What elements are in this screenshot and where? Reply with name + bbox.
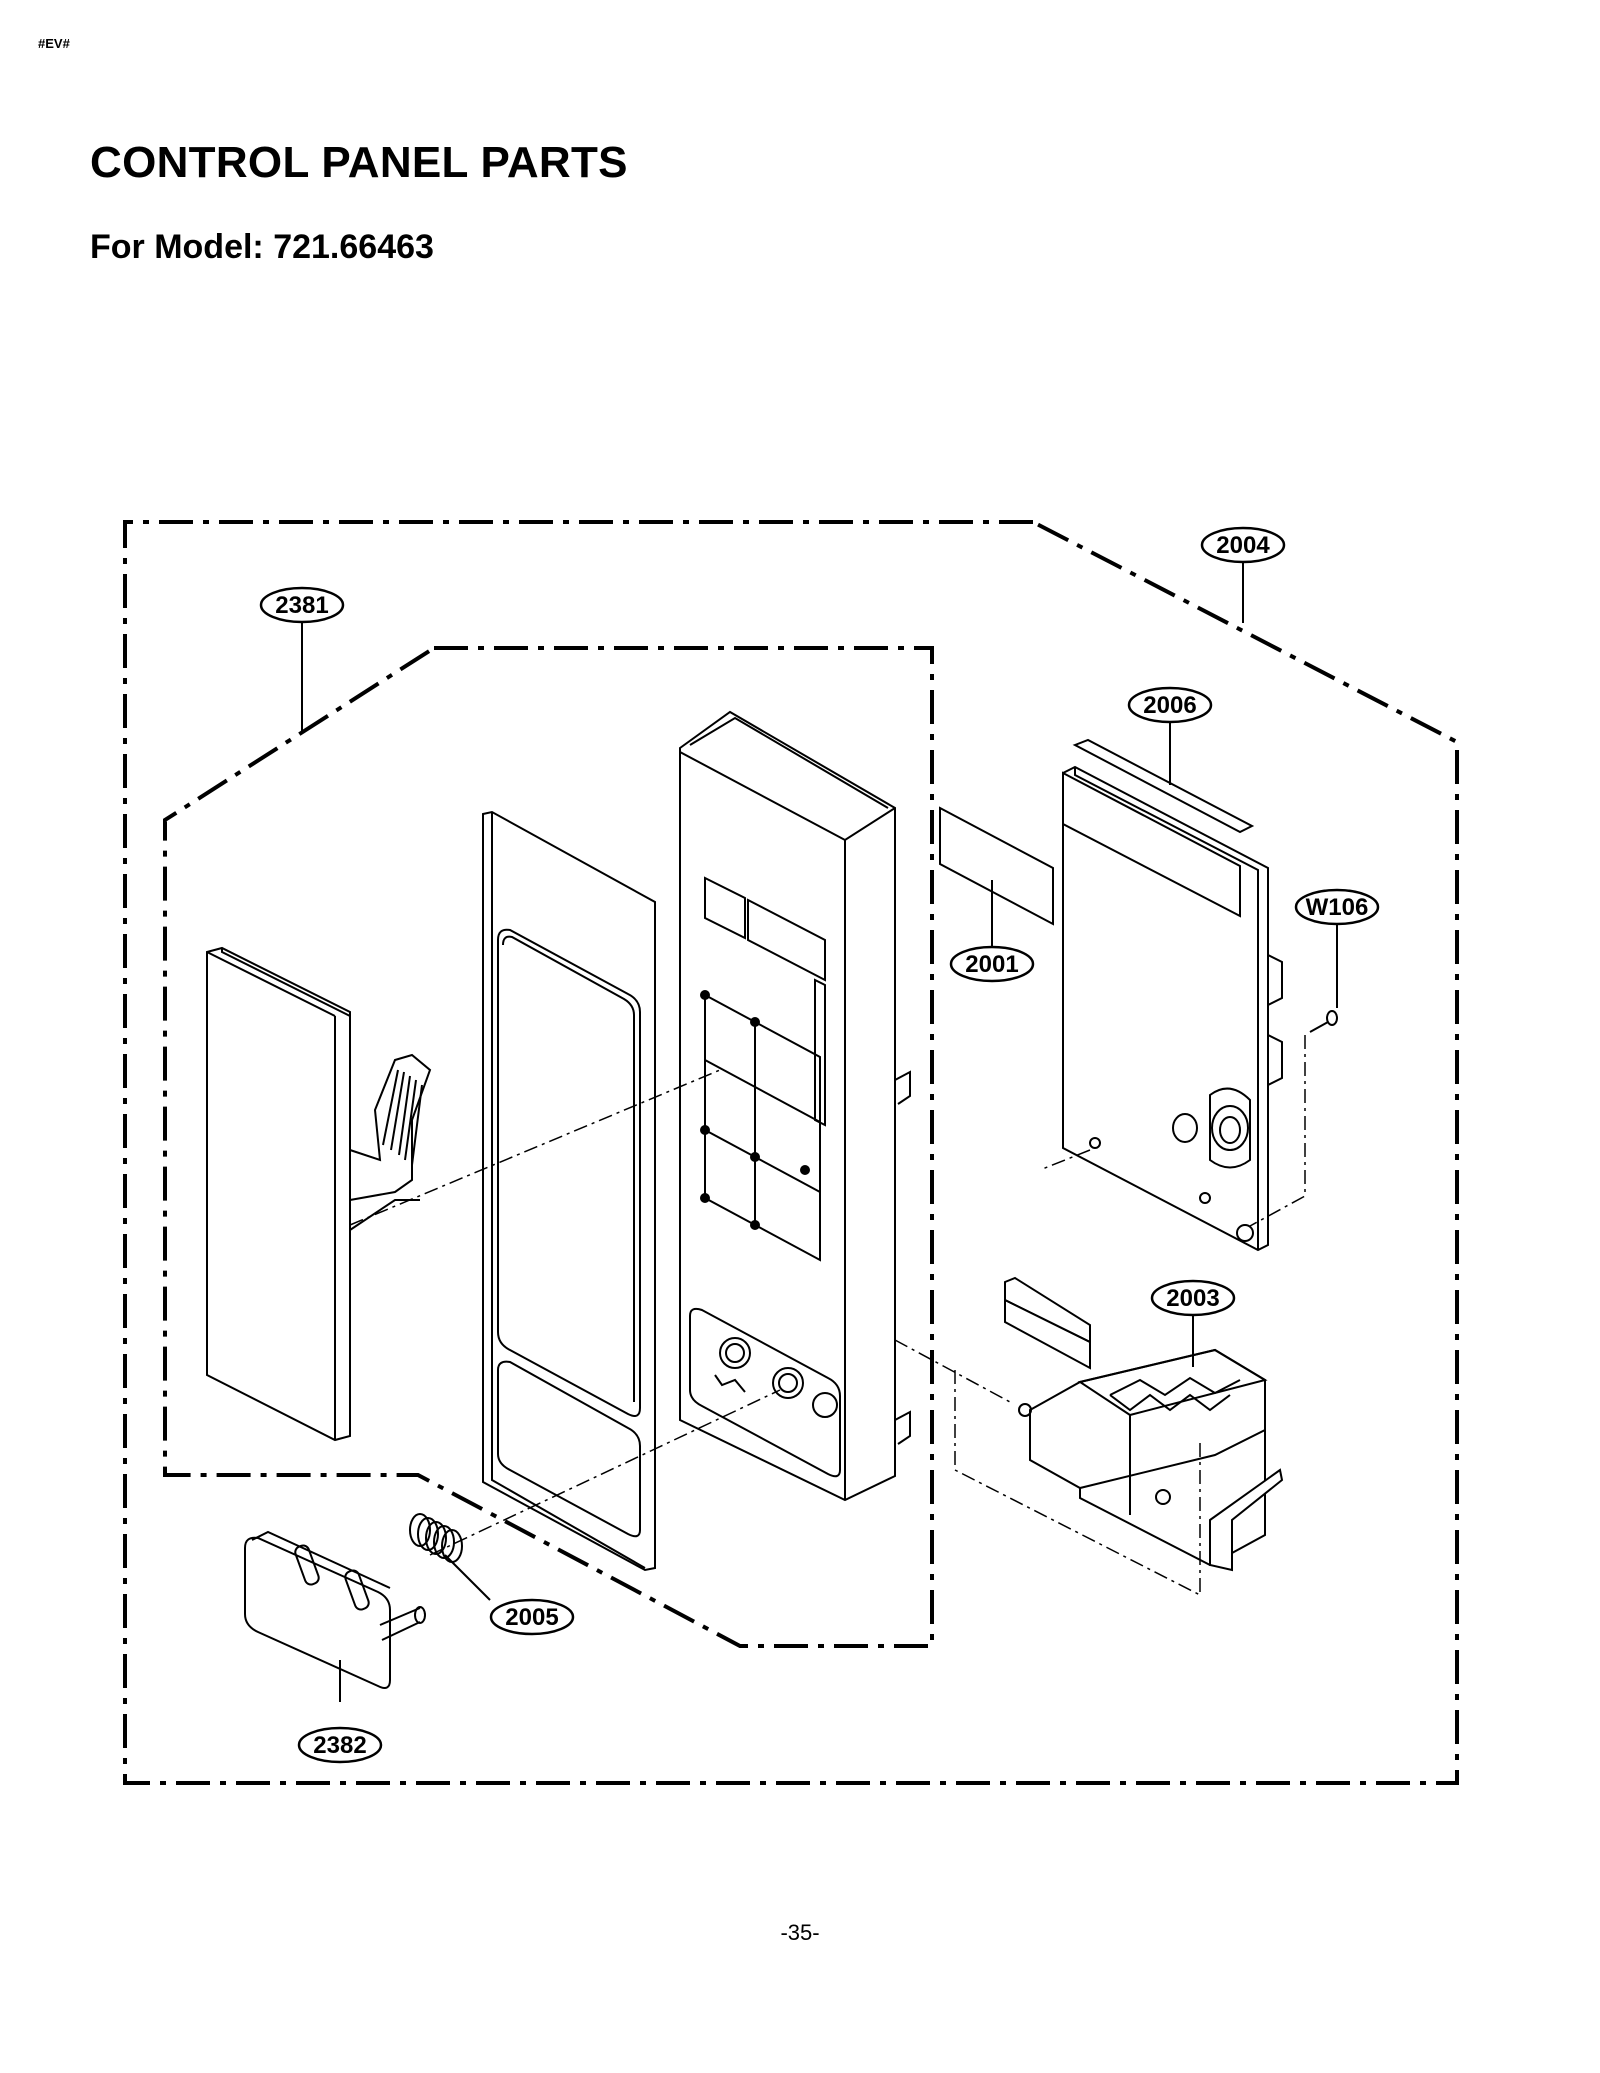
assembly-boundary-outer bbox=[123, 520, 1459, 1785]
svg-text:2381: 2381 bbox=[275, 592, 328, 619]
callout-2006: 2006 bbox=[1127, 686, 1213, 724]
svg-text:2006: 2006 bbox=[1143, 692, 1196, 719]
control-panel-housing bbox=[679, 710, 911, 1502]
svg-text:2005: 2005 bbox=[505, 1604, 558, 1631]
document-tag: #EV# bbox=[38, 36, 70, 51]
svg-text:2001: 2001 bbox=[965, 951, 1018, 978]
model-subtitle: For Model: 721.66463 bbox=[90, 228, 434, 266]
svg-text:W106: W106 bbox=[1306, 894, 1369, 921]
svg-text:2382: 2382 bbox=[313, 1732, 366, 1759]
latch-assembly bbox=[1004, 1276, 1284, 1572]
callout-2003: 2003 bbox=[1150, 1279, 1236, 1317]
panel-frame bbox=[482, 810, 656, 1572]
callout-2381: 2381 bbox=[259, 586, 345, 624]
assembly-lines bbox=[349, 1035, 1306, 1597]
pcb-assembly bbox=[1062, 738, 1283, 1252]
spring bbox=[409, 1513, 463, 1563]
callout-2005: 2005 bbox=[489, 1598, 575, 1636]
door-push-button bbox=[244, 1530, 426, 1689]
display-lens bbox=[939, 806, 1054, 926]
callout-W106: W106 bbox=[1294, 888, 1380, 926]
page-title: CONTROL PANEL PARTS bbox=[90, 138, 628, 187]
svg-text:2004: 2004 bbox=[1216, 532, 1270, 559]
callout-2004: 2004 bbox=[1200, 526, 1286, 564]
svg-text:2003: 2003 bbox=[1166, 1285, 1219, 1312]
callout-2001: 2001 bbox=[949, 945, 1035, 983]
membrane-keypad bbox=[206, 946, 432, 1442]
assembly-boundary-inner bbox=[163, 646, 934, 1648]
callout-2382: 2382 bbox=[297, 1726, 383, 1764]
leader-lines bbox=[301, 562, 1338, 1702]
page-number: -35- bbox=[780, 1920, 820, 1945]
screw bbox=[1309, 1010, 1338, 1033]
